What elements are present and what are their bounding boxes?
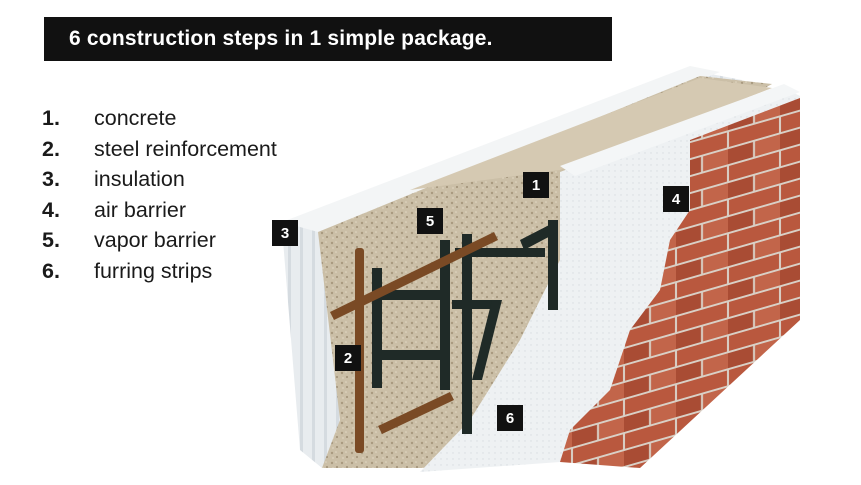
step-label: vapor barrier [94, 228, 216, 252]
brick-veneer [560, 98, 800, 468]
banner-title: 6 construction steps in 1 simple package… [69, 27, 493, 50]
list-item: 3. insulation [42, 167, 277, 198]
inner-foam-top [282, 66, 720, 232]
step-number: 5. [42, 228, 60, 252]
callout-badge-steel-reinforcement: 2 [335, 345, 361, 371]
title-banner: 6 construction steps in 1 simple package… [44, 17, 612, 61]
step-number: 2. [42, 136, 60, 161]
step-number: 3. [42, 167, 60, 191]
steel-ties [372, 220, 558, 434]
step-number: 4. [42, 197, 60, 222]
list-item: 5. vapor barrier [42, 228, 277, 259]
step-label: insulation [94, 167, 185, 191]
callout-badge-furring-strips: 6 [497, 405, 523, 431]
concrete-top [410, 78, 772, 190]
list-item: 4. air barrier [42, 198, 277, 229]
list-item: 6. furring strips [42, 259, 277, 290]
outer-foam-top [560, 84, 800, 176]
list-item: 2. steel reinforcement [42, 137, 277, 168]
step-label: concrete [94, 106, 177, 130]
callout-badge-vapor-barrier: 5 [417, 208, 443, 234]
step-label: steel reinforcement [94, 136, 277, 161]
steps-list: 1. concrete 2. steel reinforcement 3. in… [42, 106, 277, 289]
step-number: 1. [42, 106, 60, 130]
concrete-core [318, 76, 772, 468]
step-label: air barrier [94, 197, 186, 222]
callout-badge-concrete: 1 [523, 172, 549, 198]
step-number: 6. [42, 258, 60, 283]
list-item: 1. concrete [42, 106, 277, 137]
callout-badge-insulation: 3 [272, 220, 298, 246]
step-label: furring strips [94, 258, 213, 283]
callout-badge-air-barrier: 4 [663, 186, 689, 212]
